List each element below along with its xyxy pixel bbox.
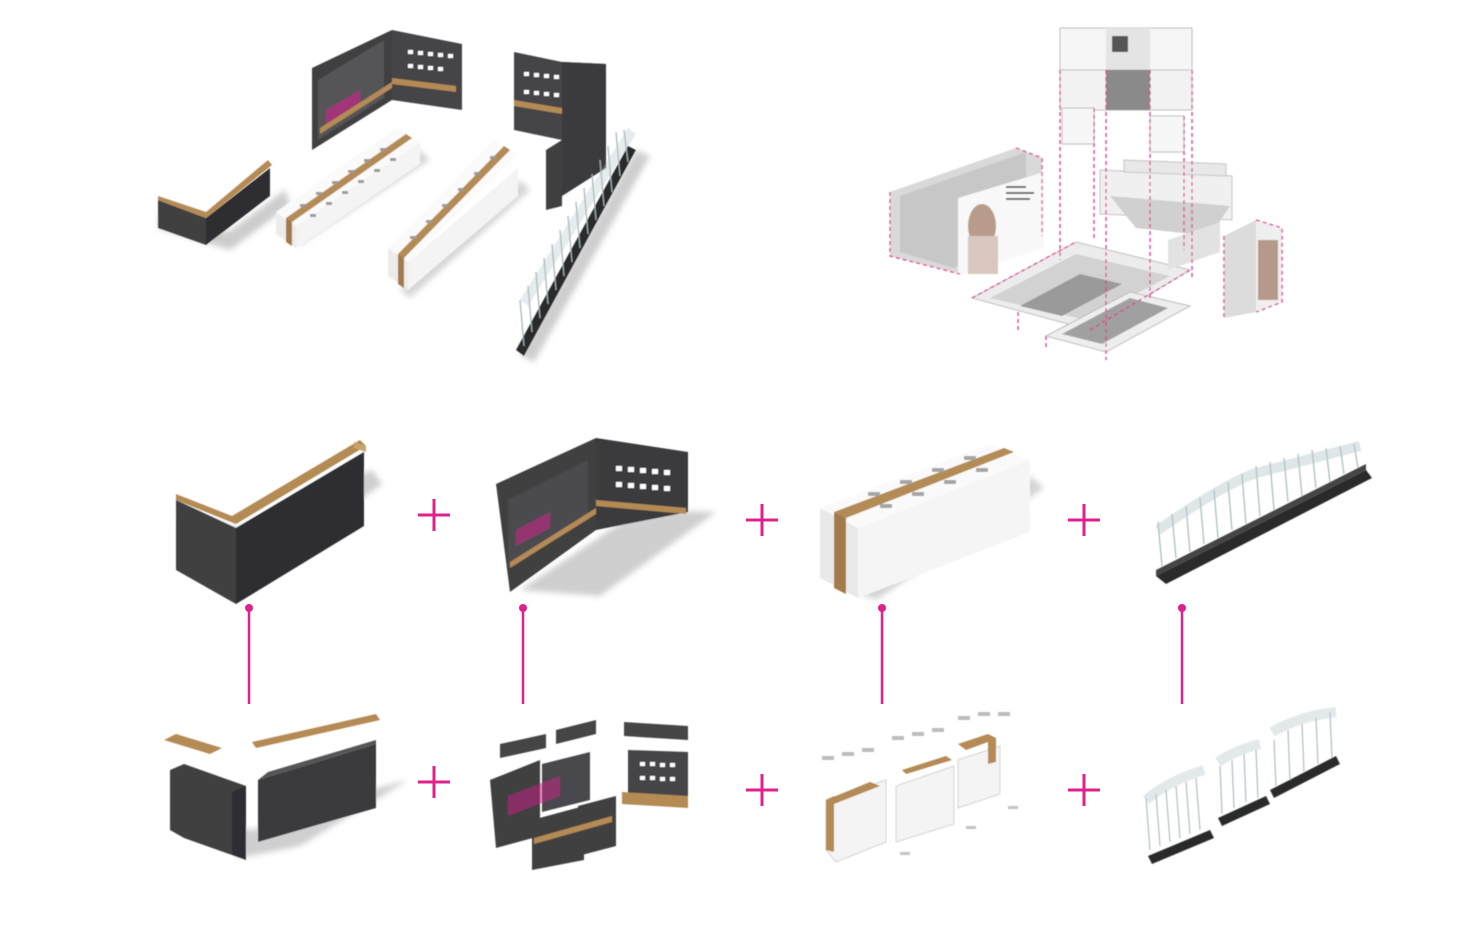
module-island-assembled xyxy=(820,444,1044,600)
plus-icon xyxy=(746,774,778,806)
plus-icon xyxy=(1068,504,1100,536)
pin-connector xyxy=(519,604,527,704)
pin-connector xyxy=(878,604,886,704)
wireframe-poster-wall xyxy=(890,148,1044,276)
wireframe-floor xyxy=(970,222,1220,353)
module-island-exploded xyxy=(822,712,1018,863)
plus-icon xyxy=(418,766,450,798)
pin-connector xyxy=(245,604,253,704)
overview-back-wall-right xyxy=(514,52,606,210)
overview-island-1 xyxy=(276,128,430,248)
exploded-wireframe-layout xyxy=(889,27,1283,360)
module-back-wall-assembled xyxy=(496,438,716,596)
plus-icon xyxy=(1068,774,1100,806)
module-glass-rack-exploded xyxy=(1142,707,1340,864)
overview-glass-rack xyxy=(516,128,650,362)
module-back-wall-exploded xyxy=(490,720,688,870)
plus-icon xyxy=(418,499,450,531)
module-l-counter-assembled xyxy=(176,440,382,604)
plus-icon xyxy=(746,504,778,536)
assembled-store-layout xyxy=(158,30,650,362)
module-l-counter-exploded xyxy=(164,714,408,860)
wireframe-tower xyxy=(1059,27,1193,153)
wireframe-shelving xyxy=(1099,159,1233,236)
wireframe-side-poster xyxy=(1224,220,1282,318)
wireframe-guides xyxy=(889,70,1283,360)
overview-back-wall-left xyxy=(312,30,462,150)
pin-connector xyxy=(1178,604,1186,704)
module-glass-rack-assembled xyxy=(1155,441,1372,584)
overview-island-2 xyxy=(388,140,530,298)
overview-l-counter xyxy=(158,160,290,250)
